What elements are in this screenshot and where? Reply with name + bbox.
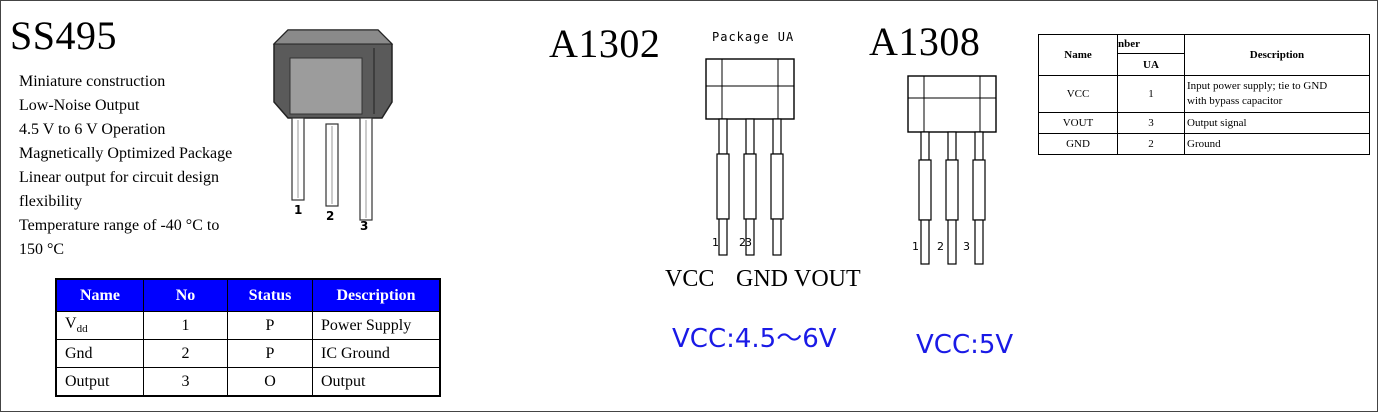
table-row: VOUT 3 Output signal	[1038, 112, 1370, 134]
cell-description: Output signal	[1184, 112, 1370, 134]
a1308-package-drawing	[907, 75, 997, 265]
col-header-number: nber	[1117, 33, 1185, 55]
table-header-row: Name nber Description	[1038, 33, 1370, 76]
ss495-feature-list: Miniature construction Low-Noise Output …	[19, 70, 232, 262]
feature-item: Linear output for circuit design	[19, 169, 219, 186]
ss495-pin-table: Name No Status Description Vdd 1 P Power…	[55, 278, 441, 397]
feature-item: flexibility	[19, 193, 83, 210]
cell-no: 1	[143, 311, 228, 340]
cell-no: 2	[143, 339, 228, 368]
a1302-pin-name-vcc: VCC	[665, 266, 715, 292]
cell-description: Ground	[1184, 133, 1370, 155]
cell-description: Output	[312, 367, 441, 397]
col-header-no: No	[143, 278, 228, 312]
table-row: Vdd 1 P Power Supply	[55, 311, 441, 340]
col-header-name: Name	[1038, 34, 1118, 76]
a1308-title: A1308	[869, 19, 981, 64]
feature-item: Temperature range of -40 °C to	[19, 217, 220, 234]
a1302-pin-name-gnd: GND	[736, 266, 788, 292]
table-header-row: UA	[1039, 53, 1370, 76]
table-header-row: Name No Status Description	[55, 278, 441, 312]
cell-name: Gnd	[55, 339, 144, 368]
a1308-pin-number: 2	[937, 240, 944, 253]
cell-name: VOUT	[1038, 112, 1118, 134]
cell-name: Vdd	[55, 311, 144, 340]
a1302-vcc-spec: VCC:4.5～6V	[672, 324, 837, 354]
col-header-description: Description	[1184, 34, 1370, 76]
table-row: Output 3 O Output	[55, 367, 441, 397]
ss495-pin-label: 1	[294, 203, 302, 217]
ss495-pin-label: 3	[360, 219, 368, 233]
a1302-title: A1302	[549, 21, 661, 66]
cell-description: Power Supply	[312, 311, 441, 340]
ss495-pin-label: 2	[326, 209, 334, 223]
table-row: Gnd 2 P IC Ground	[55, 339, 441, 368]
ss495-title: SS495	[10, 13, 117, 58]
cell-no: 3	[143, 367, 228, 397]
a1308-pin-number: 3	[963, 240, 970, 253]
col-header-description: Description	[312, 278, 441, 312]
col-header-name: Name	[55, 278, 144, 312]
col-header-status: Status	[227, 278, 313, 312]
feature-item: Miniature construction	[19, 73, 166, 90]
a1308-pin-table: Name nber Description UA VCC 1 Input pow…	[1038, 33, 1370, 155]
cell-status: P	[227, 311, 313, 340]
a1302-pin-number: 3	[745, 236, 752, 249]
a1302-package-label: Package UA	[712, 30, 795, 44]
cell-name: VCC	[1038, 75, 1118, 113]
a1308-pin-number: 1	[912, 240, 919, 253]
feature-item: Low-Noise Output	[19, 97, 140, 114]
feature-item: 150 °C	[19, 241, 65, 258]
a1302-pin-number: 1	[712, 236, 719, 249]
cell-name: GND	[1038, 133, 1118, 155]
cell-name: Output	[55, 367, 144, 397]
cell-ua: 3	[1117, 112, 1185, 134]
cell-description: IC Ground	[312, 339, 441, 368]
cell-status: O	[227, 367, 313, 397]
a1302-package-drawing	[705, 58, 795, 256]
col-header-ua: UA	[1117, 53, 1185, 76]
cell-ua: 1	[1117, 75, 1185, 113]
cell-status: P	[227, 339, 313, 368]
a1302-pin-name-vout: VOUT	[794, 266, 861, 292]
a1308-vcc-spec: VCC:5V	[916, 330, 1014, 360]
feature-item: Magnetically Optimized Package	[19, 145, 233, 162]
a1302-pin-number: 2	[739, 236, 746, 249]
table-row: GND 2 Ground	[1038, 133, 1370, 155]
cell-ua: 2	[1117, 133, 1185, 155]
ss495-package-drawing: 1 2 3	[272, 29, 394, 233]
feature-item: 4.5 V to 6 V Operation	[19, 121, 166, 138]
